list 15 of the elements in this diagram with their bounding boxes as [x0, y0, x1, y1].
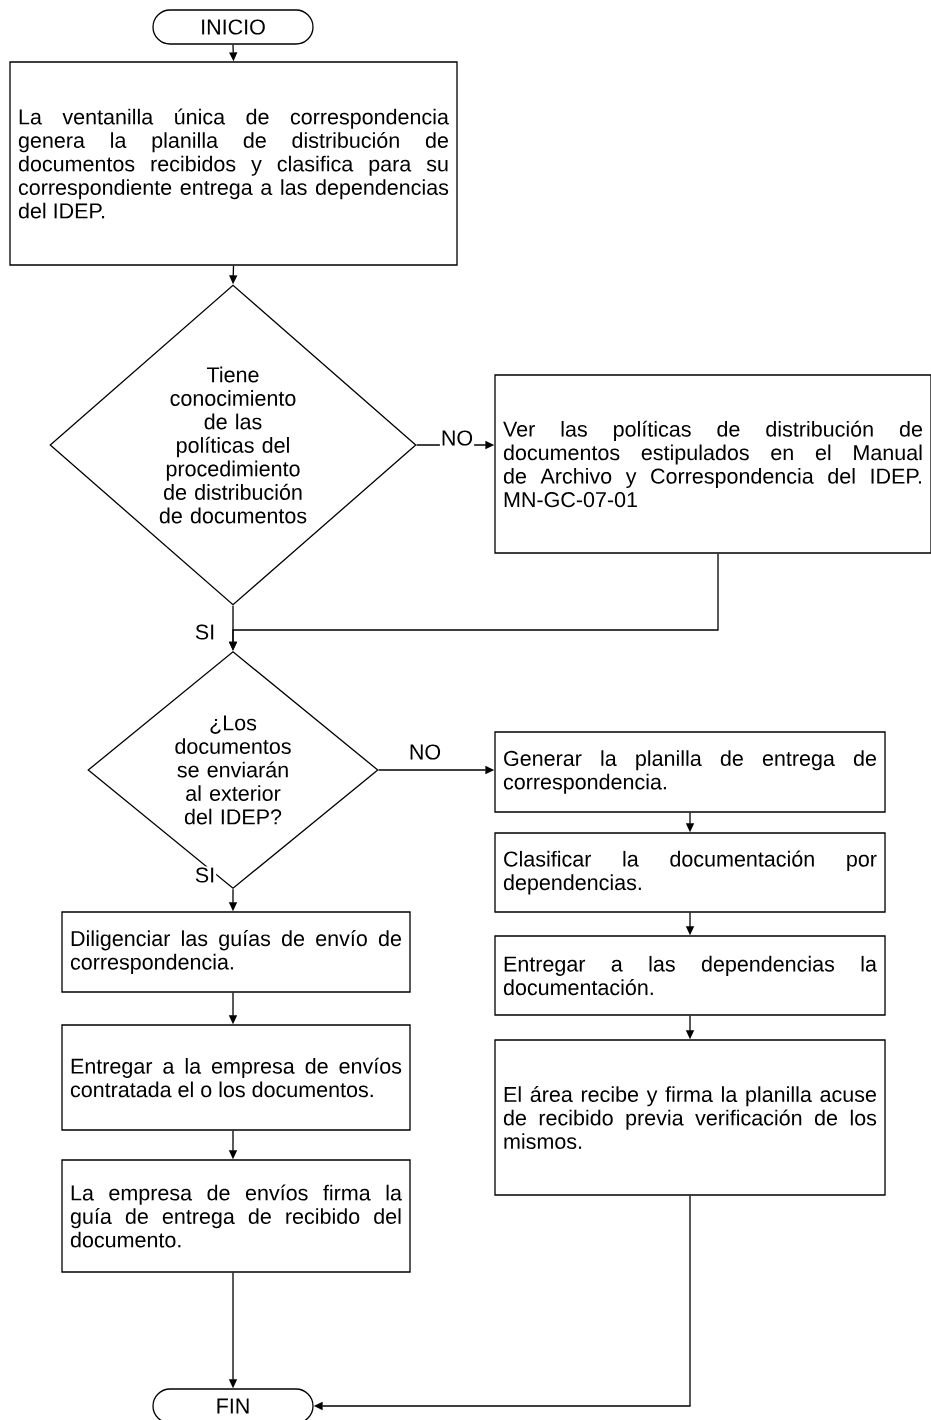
terminator-pill: INICIO: [152, 9, 314, 45]
edge-label: NO: [407, 743, 443, 761]
process-box: Entregar a las dependencias la documentación.: [494, 935, 886, 1016]
process-box: El área recibe y firma la planilla acuse de recibido previa verificación de los mismos.: [494, 1039, 886, 1196]
edge-label: NO: [439, 429, 475, 447]
edge-label: SI: [193, 866, 217, 884]
process-box: Clasificar la documentación por dependencias.: [494, 832, 886, 913]
terminator-pill: FIN: [152, 1388, 314, 1420]
edge-label: SI: [193, 623, 217, 641]
process-box: Entregar a la empresa de envíos contratada el o los documentos.: [61, 1024, 411, 1131]
process-box: La empresa de envíos firma la guía de entrega de recibido del documento.: [61, 1159, 411, 1273]
process-box: Generar la planilla de entrega de correspondencia.: [494, 731, 886, 813]
process-box: Diligenciar las guías de envío de correspondencia.: [61, 911, 411, 993]
process-box: Ver las políticas de distribución de documentos estipulados en el Manual de Archivo y Correspondencia del IDEP. MN-GC-07-01: [494, 374, 931, 554]
process-box: La ventanilla única de correspondencia genera la planilla de distribución de documentos recibidos y clasifica para su correspondiente entrega a las dependencias del IDEP.: [9, 61, 458, 266]
